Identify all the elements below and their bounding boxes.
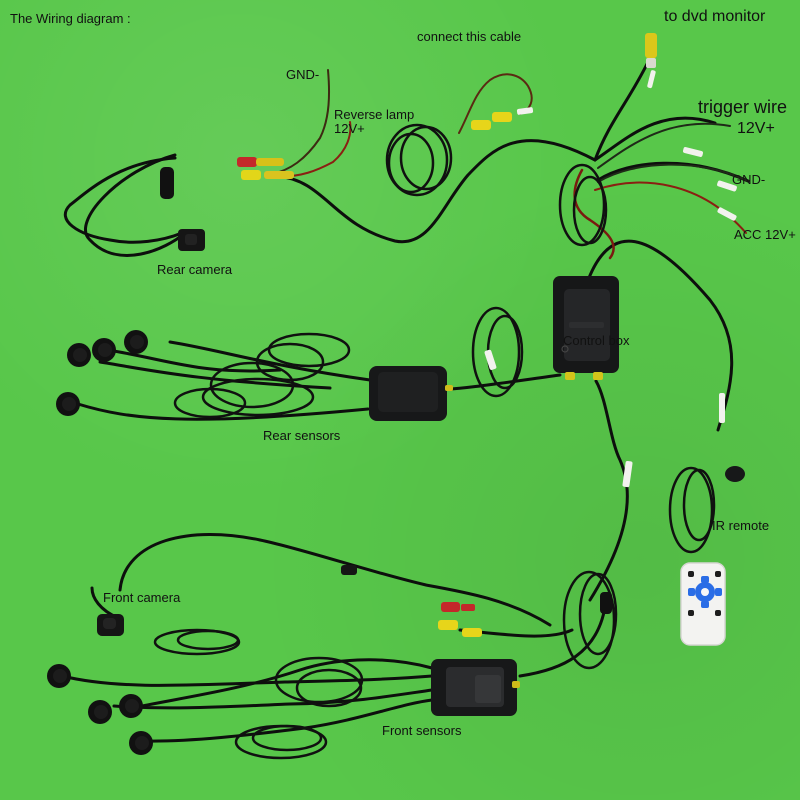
to-dvd-cable: [593, 56, 652, 162]
control-red-wire: [573, 168, 615, 260]
ir-remote-module-device: [725, 466, 745, 482]
cable-group: [60, 56, 750, 743]
reverse-lamp-label: Reverse lamp: [334, 107, 415, 122]
remote-control-device: [680, 562, 726, 646]
rear-sensor-1: [67, 343, 91, 367]
coil-front-top: [153, 628, 241, 656]
rca-red-plug-front: [441, 602, 460, 612]
gnd-left-label: GND-: [286, 67, 320, 82]
control-box-device: [553, 276, 619, 380]
ir-remote-label: IR remote: [712, 518, 770, 533]
coil-front-right: [562, 570, 616, 670]
front-camera-main-cable: [118, 533, 552, 627]
device-group: [97, 229, 745, 716]
control-box-label: Control box: [563, 333, 630, 348]
rca-yellow-plug-top-a: [256, 158, 284, 166]
front-camera-device: [97, 614, 124, 636]
front-sensor-1: [47, 664, 71, 688]
front-sensor-box-link: [518, 598, 608, 678]
rear-sensor-run-4: [98, 360, 332, 390]
diagram-title: The Wiring diagram :: [10, 11, 131, 26]
trigger-wire: [597, 122, 731, 169]
rear-sensor-run-1: [168, 340, 372, 382]
ir-main-cable: [585, 239, 734, 432]
front-sensor-run-4: [130, 658, 434, 710]
front-sensor-2: [88, 700, 112, 724]
rear-camera-inline-connector: [160, 167, 174, 199]
coil-connect-cable: [385, 123, 449, 197]
gnd-right-wire: [597, 163, 749, 183]
sensor-group: [47, 330, 153, 755]
cable-coil-group: [153, 123, 716, 760]
reverse-link-cable: [275, 139, 597, 244]
center-lower-cable: [588, 379, 629, 602]
reverse-lamp-voltage-label: 12V+: [334, 121, 365, 136]
trigger-wire-cable: [593, 116, 717, 162]
rear-sensor-4: [56, 392, 80, 416]
rear-sensor-2: [92, 338, 116, 362]
connect-cable-wire: [458, 73, 533, 134]
dvd-monitor-plug: [645, 33, 657, 58]
rear-camera-cable: [63, 156, 184, 244]
trigger-wire-voltage-label: 12V+: [737, 120, 775, 137]
rca-yellow-plug-connect-b: [492, 112, 512, 122]
connector-group: [160, 33, 657, 637]
rca-yellow-plug-top-c: [264, 171, 294, 179]
gnd-left-wire: [271, 69, 331, 175]
rear-camera-loop: [84, 153, 187, 257]
coil-rear-sensors-1: [209, 361, 295, 409]
front-right-inline-connector: [600, 592, 612, 614]
rear-sensor-run-2: [106, 348, 282, 373]
reverse-lamp-wire: [275, 121, 352, 178]
trigger-wire-label: trigger wire: [698, 97, 788, 117]
rear-sensor-box-device: [369, 366, 453, 421]
connect-cable-label: connect this cable: [417, 29, 522, 44]
to-dvd-monitor-label: to dvd monitor: [664, 8, 766, 25]
white-label-tags: [484, 70, 737, 488]
front-sensor-run-1: [60, 674, 434, 687]
rca-yellow-plug-connect-a: [471, 120, 491, 130]
rca-red-plug-top: [237, 157, 257, 167]
coil-ir-remote: [668, 466, 714, 554]
front-sensor-run-2: [112, 688, 434, 710]
front-sensor-4: [129, 731, 153, 755]
rear-camera-label: Rear camera: [157, 262, 233, 277]
front-sensor-3: [119, 694, 143, 718]
rca-yellow-plug-top-b: [241, 170, 261, 180]
acc-wire: [594, 181, 747, 234]
acc-label: ACC 12V+: [734, 227, 796, 242]
rear-sensor-run-3: [76, 402, 370, 421]
gnd-right-label: GND-: [732, 172, 766, 187]
front-sensors-label: Front sensors: [382, 723, 462, 738]
front-sensor-box-device: [431, 659, 520, 716]
front-camera-label: Front camera: [103, 590, 181, 605]
coil-rear-middle: [471, 306, 521, 398]
rca-yellow-plug-front-b: [462, 628, 482, 637]
rear-sensors-label: Rear sensors: [263, 428, 341, 443]
coil-front-middle: [274, 656, 364, 704]
coil-control: [558, 163, 606, 247]
rca-yellow-plug-front-a: [438, 620, 458, 630]
rear-camera-device: [178, 229, 205, 251]
color-wire-group: [271, 69, 749, 260]
rear-sensor-3: [124, 330, 148, 354]
front-camera-inline-connector: [341, 565, 357, 575]
